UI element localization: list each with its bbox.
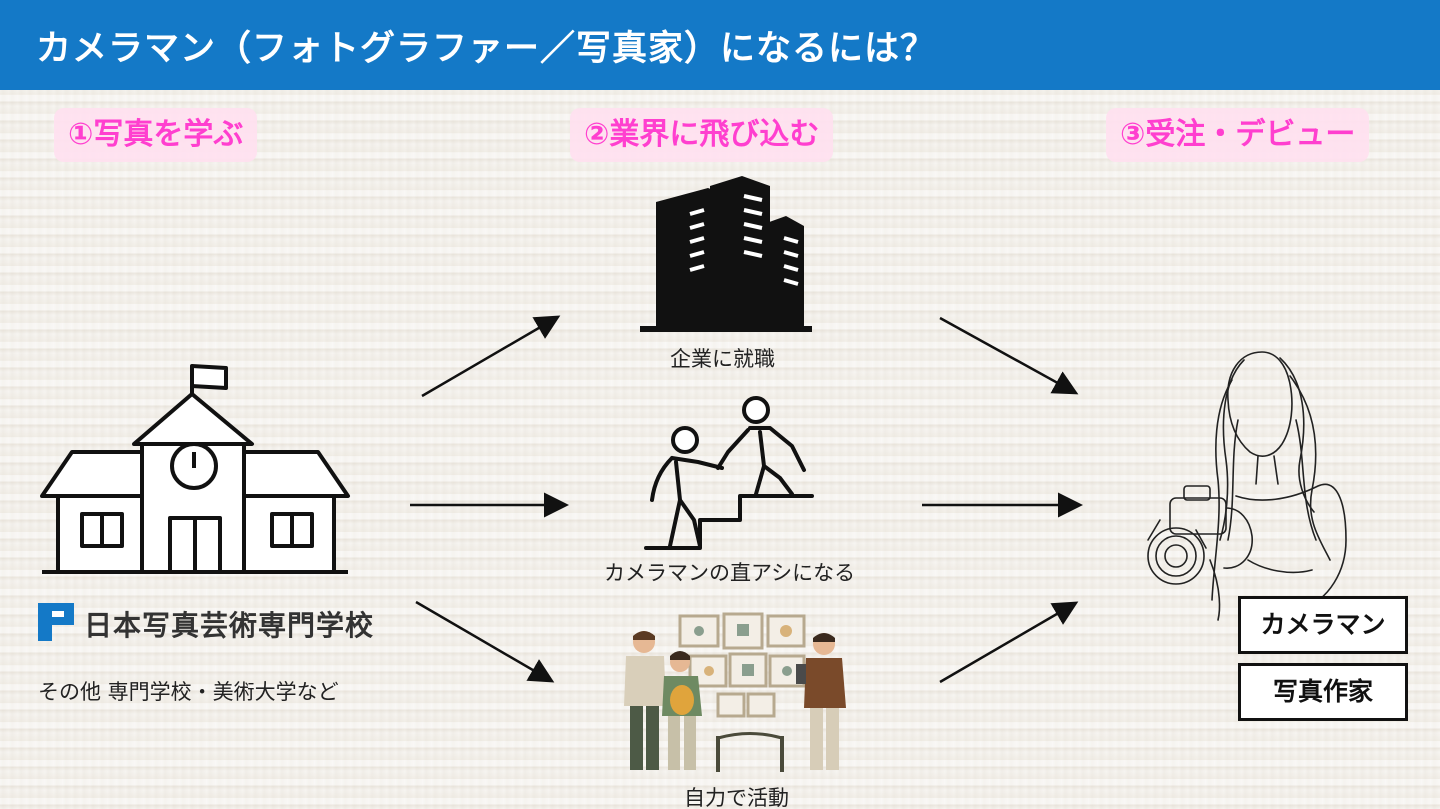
gallery-viewers-icon bbox=[624, 612, 846, 772]
step-3-badge: ③受注・デビュー bbox=[1106, 108, 1370, 162]
helping-climb-icon bbox=[644, 396, 814, 550]
arrow-freelance-to-outcome bbox=[939, 601, 1079, 684]
path-assistant-label: カメラマンの直アシになる bbox=[604, 561, 856, 585]
school-building-icon bbox=[40, 364, 350, 574]
step-2-badge: ②業界に飛び込む bbox=[570, 108, 834, 162]
step-1-badge: ①写真を学ぶ bbox=[54, 108, 258, 162]
office-buildings-icon bbox=[640, 176, 812, 332]
arrow-school-to-freelance bbox=[415, 600, 555, 683]
path-freelance-label: 自力で活動 bbox=[684, 786, 789, 809]
outcome-cameraman-box: カメラマン bbox=[1238, 596, 1408, 654]
path-company-label: 企業に就職 bbox=[670, 347, 775, 371]
arrow-company-to-outcome bbox=[939, 316, 1079, 395]
photographer-woman-icon bbox=[1147, 351, 1347, 621]
outcome-photo-artist-box: 写真作家 bbox=[1238, 663, 1408, 721]
school-logo-icon bbox=[38, 603, 74, 641]
flow-arrows bbox=[410, 315, 1083, 684]
other-schools-text: その他 専門学校・美術大学など bbox=[38, 680, 339, 704]
page-title: カメラマン（フォトグラファー／写真家）になるには？ bbox=[36, 29, 937, 69]
school-name: 日本写真芸術専門学校 bbox=[84, 609, 375, 642]
arrow-school-to-company bbox=[421, 315, 561, 398]
title-bar: カメラマン（フォトグラファー／写真家）になるには？ bbox=[0, 0, 1440, 90]
